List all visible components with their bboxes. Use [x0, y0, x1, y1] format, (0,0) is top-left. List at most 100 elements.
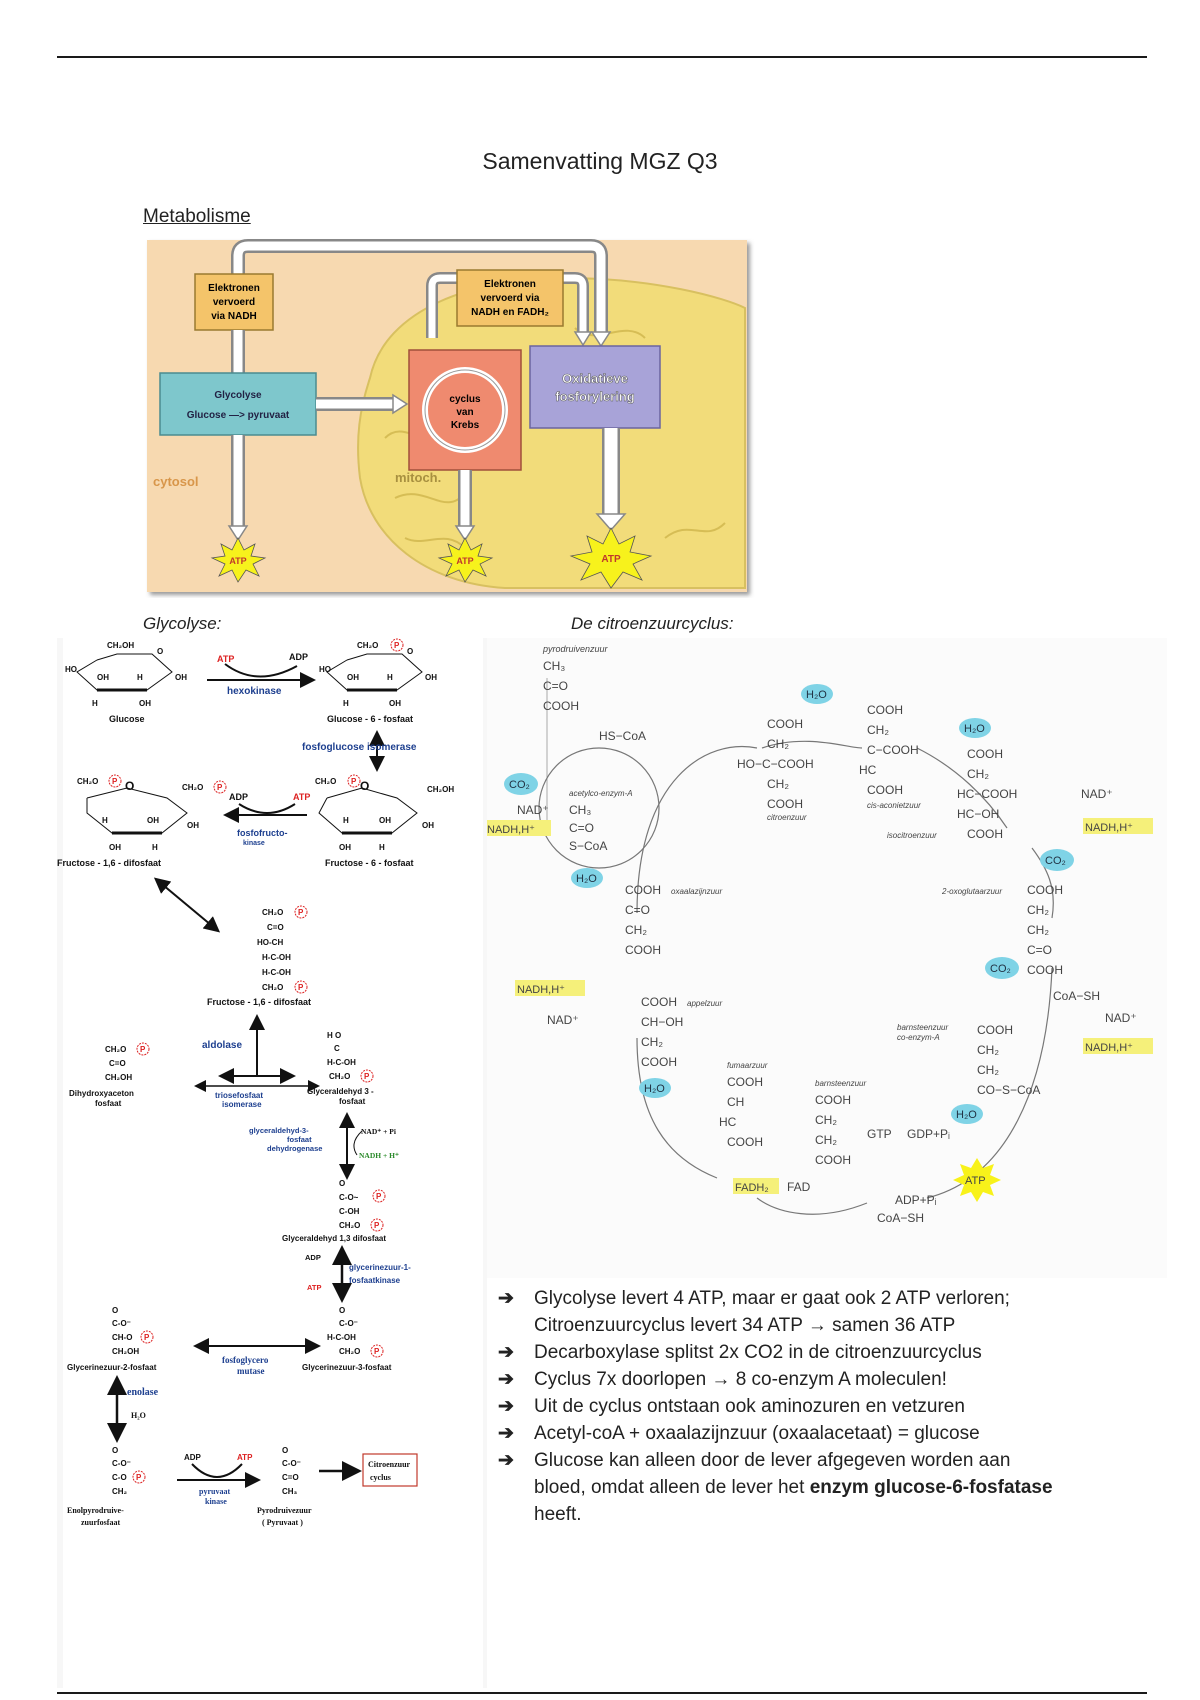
badge-h2o-1: H₂O [571, 868, 603, 888]
label-f6p: Fructose - 6 - fosfaat [325, 858, 414, 868]
svg-text:acetylco-enzym-A: acetylco-enzym-A [569, 789, 633, 798]
molecule-malate: COOH appelzuur CH−OH CH₂ COOH [641, 995, 722, 1069]
svg-text:barnsteenzuur: barnsteenzuur [815, 1079, 866, 1088]
arrow-bullet-icon: ➔ [498, 1342, 514, 1363]
svg-text:ADP: ADP [184, 1453, 202, 1462]
box-nadh-line2: vervoerd [213, 297, 255, 308]
molecule-isocitrate: COOH CH₂ HC−COOH HC−OH isocitroenzuur CO… [887, 747, 1017, 841]
glycolyse-reaction: Glucose —> pyruvaat [187, 410, 290, 421]
badge-h2o-succinyl: H₂O [951, 1104, 983, 1124]
svg-text:H: H [152, 843, 158, 852]
svg-text:C-O⁻: C-O⁻ [112, 1319, 131, 1328]
svg-text:CH₂: CH₂ [112, 1487, 128, 1496]
svg-text:O: O [339, 1179, 345, 1188]
svg-text:CH₂: CH₂ [977, 1043, 999, 1057]
svg-text:O: O [157, 647, 163, 656]
svg-text:COOH: COOH [967, 747, 1003, 761]
badge-co2-iso: CO₂ [1040, 849, 1074, 871]
svg-text:HO-CH: HO-CH [257, 938, 283, 947]
svg-text:C-O~: C-O~ [339, 1193, 359, 1202]
svg-text:ATP: ATP [601, 554, 621, 565]
enzyme-tpi: triosefosfaat [215, 1091, 263, 1100]
molecule-oxaloacetate: COOH oxaalazijnzuur C=O CH₂ COOH [625, 883, 722, 957]
label-gtp: GTP [867, 1127, 892, 1141]
svg-text:P: P [140, 1045, 146, 1054]
svg-text:isocitroenzuur: isocitroenzuur [887, 831, 937, 840]
svg-text:CH₂O: CH₂O [262, 983, 283, 992]
cofactor-atp-in: ATP [217, 654, 234, 664]
svg-text:HO−C−COOH: HO−C−COOH [737, 757, 814, 771]
badge-co2: CO₂ [504, 773, 538, 795]
svg-text:fosfaatkinase: fosfaatkinase [349, 1276, 401, 1285]
enzyme-pk: pyruvaat [199, 1487, 230, 1496]
arrow-bullet-icon: ➔ [498, 1423, 514, 1444]
svg-text:H-C-OH: H-C-OH [262, 953, 291, 962]
svg-text:cis-aconietzuur: cis-aconietzuur [867, 801, 921, 810]
svg-text:O: O [282, 1446, 288, 1455]
svg-text:O: O [112, 1306, 118, 1315]
svg-text:citroenzuur: citroenzuur [767, 813, 807, 822]
svg-text:OH: OH [347, 673, 359, 682]
svg-text:C=O: C=O [282, 1473, 299, 1482]
summary-notes-list: ➔Glycolyse levert 4 ATP, maar er gaat oo… [498, 1285, 1058, 1528]
label-mitoch: mitoch. [395, 470, 441, 485]
svg-text:Enolpyrodruive-: Enolpyrodruive- [67, 1506, 124, 1515]
enzyme-hexokinase: hexokinase [227, 686, 282, 697]
svg-text:C=O: C=O [109, 1059, 126, 1068]
badge-co2-kg: CO₂ [985, 957, 1019, 979]
svg-text:C: C [334, 1044, 340, 1053]
svg-text:Glycerinezuur-3-fosfaat: Glycerinezuur-3-fosfaat [302, 1363, 392, 1372]
box-fadh-line2: vervoerd via [481, 293, 540, 304]
svg-text:ATP: ATP [965, 1175, 986, 1187]
svg-text:O: O [339, 1306, 345, 1315]
svg-text:CH₂: CH₂ [1027, 903, 1049, 917]
box-fadh-line1: Elektronen [484, 279, 536, 290]
svg-text:OH: OH [187, 821, 199, 830]
svg-text:OH: OH [425, 673, 437, 682]
svg-text:COOH: COOH [641, 995, 677, 1009]
svg-text:Glyceraldehyd 1,3 difosfaat: Glyceraldehyd 1,3 difosfaat [282, 1234, 386, 1243]
svg-text:P: P [136, 1473, 142, 1482]
svg-text:OH: OH [339, 843, 351, 852]
svg-text:H₂O: H₂O [956, 1109, 977, 1121]
svg-text:COOH: COOH [815, 1153, 851, 1167]
svg-text:CH-O: CH-O [112, 1333, 132, 1342]
label-gdp: GDP+Pᵢ [907, 1127, 950, 1141]
svg-text:H: H [92, 699, 98, 708]
svg-text:O: O [407, 647, 413, 656]
molecule-succinate: barnsteenzuur COOH CH₂ CH₂ COOH [815, 1079, 866, 1167]
label-glucose: Glucose [109, 714, 145, 724]
svg-text:H: H [137, 673, 143, 682]
svg-text:P: P [376, 1192, 382, 1201]
svg-text:P: P [298, 908, 304, 917]
svg-text:COOH: COOH [727, 1075, 763, 1089]
svg-text:P: P [112, 777, 118, 786]
bold-enzyme-name: enzym glucose-6-fosfatase [809, 1477, 1053, 1498]
svg-text:CH₃: CH₃ [543, 659, 565, 673]
svg-text:CH₂: CH₂ [967, 767, 989, 781]
svg-text:OH: OH [389, 699, 401, 708]
svg-text:HC: HC [859, 763, 877, 777]
svg-text:NADH + H⁺: NADH + H⁺ [359, 1151, 399, 1160]
box-glycolyse [159, 372, 317, 436]
svg-text:ATP: ATP [456, 556, 473, 566]
arrow-bullet-icon: ➔ [498, 1288, 514, 1309]
svg-text:C=O: C=O [569, 821, 594, 835]
note-item: ➔Decarboxylase splitst 2x CO2 in de citr… [498, 1339, 1058, 1366]
svg-text:OH: OH [147, 816, 159, 825]
molecule-pyruvate: pyrodruivenzuur CH₃ C=O COOH [542, 644, 609, 713]
label-nad-kg: NAD⁺ [1105, 1011, 1137, 1025]
svg-text:FADH₂: FADH₂ [735, 1182, 769, 1194]
enzyme-pgi: fosfoglucose isomerase [302, 742, 417, 753]
molecule-2-oxoglutarate: 2-oxoglutaarzuur COOH CH₂ CH₂ C=O COOH [941, 883, 1063, 977]
enzyme-enolase: enolase [127, 1387, 159, 1398]
svg-text:HC−OH: HC−OH [957, 807, 999, 821]
